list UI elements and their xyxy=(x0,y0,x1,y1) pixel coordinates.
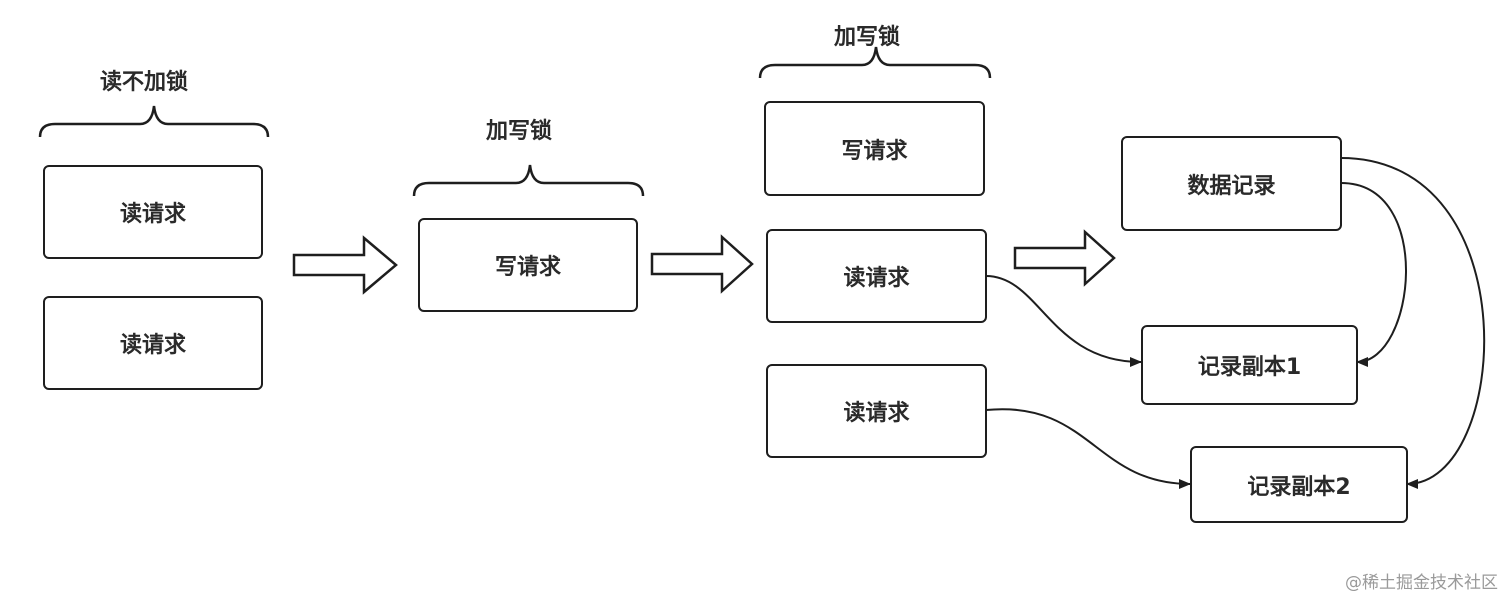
read-request-box-stage3-1: 读请求 xyxy=(766,229,987,323)
connector-record-to-replica1 xyxy=(1340,182,1407,367)
read-request-box-1: 读请求 xyxy=(43,165,263,259)
hollow-arrow-1 xyxy=(292,235,398,295)
brace-stage3 xyxy=(758,46,992,79)
write-request-box: 写请求 xyxy=(418,218,638,312)
connector-read-to-replica2 xyxy=(985,408,1191,489)
read-request-box-stage3-2: 读请求 xyxy=(766,364,987,458)
watermark: @稀土掘金技术社区 xyxy=(1345,573,1498,593)
record-replica-1-box: 记录副本1 xyxy=(1141,325,1358,405)
record-replica-2-box: 记录副本2 xyxy=(1190,446,1408,523)
connector-read-to-replica1 xyxy=(985,275,1142,367)
hollow-arrow-2 xyxy=(650,234,754,294)
read-request-box-2: 读请求 xyxy=(43,296,263,390)
brace-stage2 xyxy=(412,164,645,197)
data-record-box: 数据记录 xyxy=(1121,136,1342,231)
brace-stage1 xyxy=(38,105,270,138)
brace-label-write-lock-2: 加写锁 xyxy=(834,25,901,50)
connector-record-to-replica2 xyxy=(1340,157,1486,489)
write-request-box-stage3: 写请求 xyxy=(764,101,985,196)
brace-label-read-no-lock: 读不加锁 xyxy=(100,70,189,95)
brace-label-write-lock: 加写锁 xyxy=(486,119,553,144)
hollow-arrow-3 xyxy=(1013,229,1116,287)
